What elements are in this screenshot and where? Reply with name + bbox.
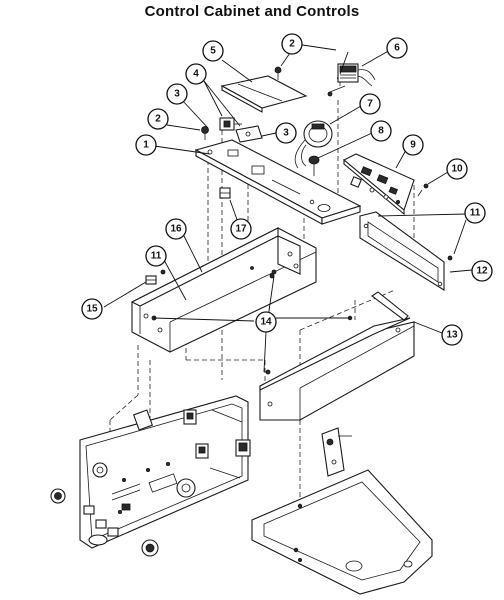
part-17-clip [219, 187, 231, 199]
svg-text:1: 1 [143, 140, 149, 151]
callout-6: 6 [386, 37, 408, 59]
callout-12: 12 [471, 260, 493, 282]
callout-4: 4 [185, 63, 207, 85]
part-7-timer [294, 120, 333, 169]
part-6-transformer [327, 63, 376, 97]
svg-text:9: 9 [410, 140, 416, 151]
svg-text:4: 4 [193, 69, 199, 80]
svg-text:15: 15 [86, 304, 98, 315]
part-1-mounting-bar [194, 139, 362, 225]
svg-text:17: 17 [235, 224, 247, 235]
callout-13: 13 [441, 324, 463, 346]
callout-3-left: 3 [166, 83, 188, 105]
callout-3-right: 3 [275, 122, 297, 144]
svg-text:7: 7 [367, 99, 373, 110]
push-button-parts [83, 503, 131, 546]
svg-text:10: 10 [451, 164, 463, 175]
part-5-top-cover [220, 75, 308, 113]
callout-14: 14 [255, 311, 277, 333]
callout-17: 17 [230, 218, 252, 240]
base-plate [251, 469, 433, 595]
part-2-screw-top [274, 66, 282, 80]
svg-text:16: 16 [170, 224, 182, 235]
part-12-mounting-plate [359, 211, 453, 291]
part-2-screw-left [201, 126, 209, 140]
svg-text:2: 2 [289, 39, 295, 50]
control-knob-center [141, 539, 159, 557]
svg-text:3: 3 [174, 89, 180, 100]
callout-1: 1 [135, 134, 157, 156]
svg-text:12: 12 [476, 266, 488, 277]
part-16-cabinet-back [130, 227, 317, 353]
callout-5: 5 [202, 40, 224, 62]
callout-2-left: 2 [147, 108, 169, 130]
svg-text:8: 8 [378, 126, 384, 137]
svg-text:2: 2 [155, 114, 161, 125]
svg-text:14: 14 [260, 317, 272, 328]
svg-text:13: 13 [446, 330, 458, 341]
part-4-switch [219, 117, 242, 131]
callout-11-right: 11 [464, 202, 486, 224]
diagram-title: Control Cabinet and Controls [144, 3, 360, 20]
part-3-bracket [235, 125, 263, 143]
svg-text:11: 11 [470, 208, 481, 219]
callout-10: 10 [446, 158, 468, 180]
svg-text:11: 11 [151, 251, 162, 262]
part-15-clip [145, 269, 166, 285]
callout-16: 16 [165, 218, 187, 240]
right-side-bracket [321, 427, 352, 477]
svg-text:5: 5 [210, 46, 216, 57]
callout-11-left: 11 [145, 245, 167, 267]
part-8-bushing [308, 155, 320, 176]
svg-text:6: 6 [394, 43, 400, 54]
part-10-screw [417, 183, 429, 197]
svg-text:3: 3 [283, 128, 289, 139]
callout-2-top: 2 [281, 33, 303, 55]
part-9-control-board [343, 153, 415, 216]
part-13-lower-cabinet [259, 291, 415, 421]
control-knob-left [50, 488, 66, 504]
callout-7: 7 [359, 93, 381, 115]
callout-15: 15 [81, 298, 103, 320]
callout-9: 9 [402, 134, 424, 156]
callout-8: 8 [370, 120, 392, 142]
